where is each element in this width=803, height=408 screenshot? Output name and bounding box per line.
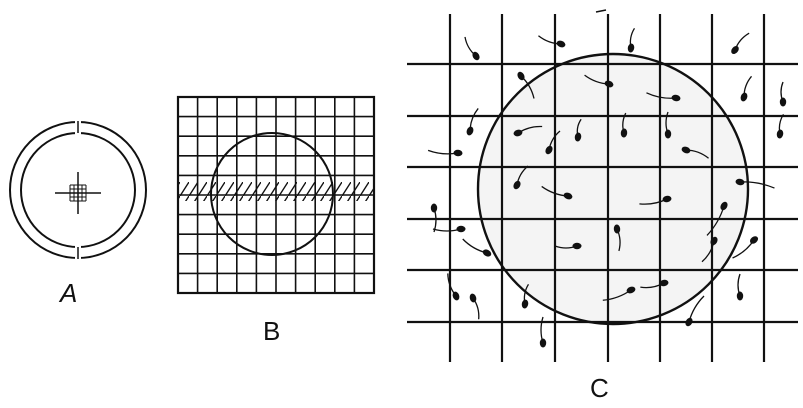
sperm-head <box>521 299 529 309</box>
grid-lines <box>178 97 374 293</box>
sperm-head <box>626 286 636 294</box>
sperm-head <box>720 201 728 211</box>
sperm-head <box>613 224 621 234</box>
sperm-head <box>456 225 466 233</box>
sperm-head <box>517 71 525 81</box>
sperm-head <box>731 45 739 55</box>
sperm-head <box>681 146 691 154</box>
panel-a-chamber-overview <box>9 118 147 262</box>
panel-label-c: C <box>590 373 609 403</box>
sperm-head <box>671 94 681 102</box>
sperm-head <box>572 242 582 250</box>
sperm-head <box>664 129 672 139</box>
sperm-head <box>430 203 438 213</box>
sperm-head <box>685 317 693 327</box>
sperm-head <box>627 43 635 53</box>
sperm-head <box>539 338 547 348</box>
panel-b-counting-grid <box>176 95 376 295</box>
sperm-head <box>779 97 787 107</box>
sperm-head <box>452 291 460 301</box>
sperm-head <box>659 279 669 287</box>
sperm-tail <box>427 149 459 155</box>
sperm-head <box>620 128 628 138</box>
sperm-head <box>453 149 463 157</box>
sperm-head <box>469 293 477 303</box>
sperm-head <box>556 40 566 48</box>
sperm-head <box>662 195 672 203</box>
sperm-head <box>574 132 582 142</box>
top-mark <box>595 9 607 13</box>
sperm-head <box>749 236 759 244</box>
panel-c-magnified-field <box>407 9 798 362</box>
panel-label-a: A <box>60 278 78 308</box>
panel-label-b: B <box>263 316 281 346</box>
grid-border <box>176 95 376 295</box>
sperm-head <box>710 236 718 246</box>
sperm-head <box>472 51 480 61</box>
sperm-head <box>466 126 474 136</box>
field-of-view-circle <box>210 132 334 256</box>
sperm-head <box>482 249 492 257</box>
sperm-cells <box>427 27 787 348</box>
sperm-head <box>513 180 521 190</box>
mini-counting-grid <box>69 184 87 202</box>
sperm-head <box>513 129 523 137</box>
field-of-view-circle <box>476 52 750 326</box>
sperm-head <box>604 80 614 88</box>
sperm-head <box>740 92 748 102</box>
sperm-head <box>736 291 744 301</box>
grid-lines <box>407 14 798 362</box>
sperm-head <box>735 178 745 186</box>
sperm-head <box>563 192 573 200</box>
sperm-head <box>776 129 784 139</box>
sperm-head <box>545 145 553 155</box>
